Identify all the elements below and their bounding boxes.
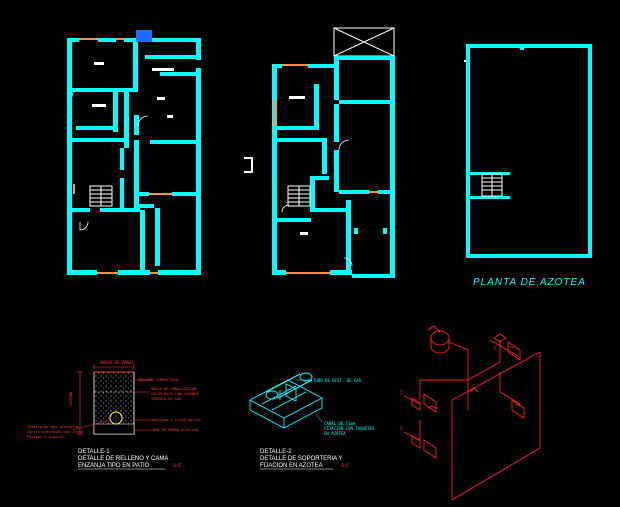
roof-plan: PLANTA DE AZOTEA [464, 44, 592, 288]
trench-note: TUBERIA DE GAS [151, 397, 181, 401]
trench-note: CAMA DE ARENA H=10 cms [151, 428, 199, 432]
pipe-protection-note: contra corrosión con cinta [27, 430, 83, 434]
stair-symbol [89, 185, 113, 207]
roof-plan-title: PLANTA DE AZOTEA [473, 277, 586, 288]
stair-symbol-2 [287, 185, 311, 207]
gas-meter-icon [136, 30, 152, 42]
detail-1-caption: DETALLE DE RELLENO Y CAMA [78, 456, 168, 462]
trench-depth-label: PROFUND. [69, 390, 73, 407]
gas-pipe-icon [109, 411, 123, 425]
channel-note: CANAL DE 51mm [324, 421, 356, 426]
trench-note: RELLENO COMPACTADO [139, 378, 178, 382]
detail-1-scale: S/E [173, 463, 181, 469]
pipe-protection-note: Tuberia de gas protegida [27, 425, 79, 429]
detail-2-support [249, 372, 323, 429]
upper-floor-plan [272, 27, 395, 278]
stair-symbol-3 [481, 173, 503, 197]
appliance-label: C [494, 346, 497, 352]
detail-2-caption: FIJACION EN AZOTEA [260, 463, 323, 469]
detail-2-scale: S/E [341, 463, 349, 469]
trench-note: MALLA DE SEÑALIZACION [151, 386, 196, 391]
trench-note: concreto F'c=100 kg/cm2 [151, 418, 201, 422]
trench-note: COLOR ROJO CON LEYENDA [151, 392, 199, 396]
appliance-label: C [400, 426, 403, 432]
detail-1-caption: ENZANJA TIPO EN PATIO [78, 463, 150, 469]
detail-1-caption: DETALLE-1 [78, 449, 110, 455]
detail-1-trench: ANCHO DE ZANJA PROFUND. RELLENO COMPACTA… [27, 360, 201, 470]
pipe-label: TUBO DE DIST. DE GAS [313, 378, 362, 383]
gas-isometric-diagram [403, 325, 541, 501]
appliance-label: C [400, 390, 403, 396]
pipe-protection-note: Polikén o similar [27, 435, 65, 439]
channel-note: EN AZOTEA [324, 431, 346, 436]
detail-2-caption: DETALLE DE SOPORTERIA Y [260, 456, 342, 462]
ground-floor-plan [67, 30, 201, 275]
detail-2-caption: DETALLE-2 [260, 449, 292, 455]
trench-width-label: ANCHO DE ZANJA [100, 360, 134, 365]
plan-arrow-symbol [244, 157, 253, 173]
channel-note: FIJACION CON TAQUETES [324, 426, 375, 431]
